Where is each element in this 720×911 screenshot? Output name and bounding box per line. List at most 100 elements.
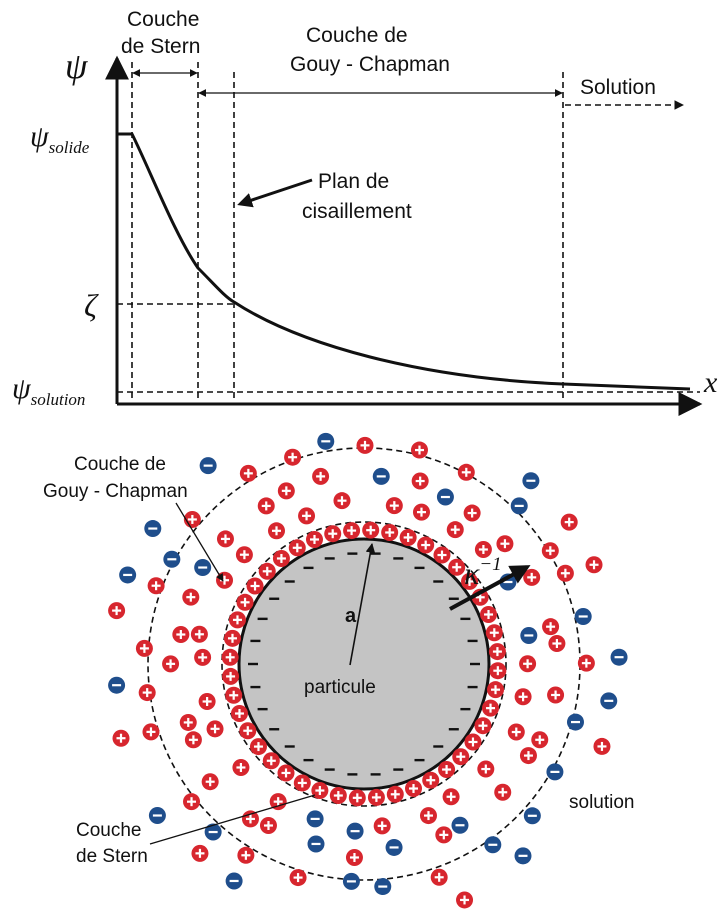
cation: [435, 826, 453, 844]
cation: [477, 760, 495, 778]
cation: [329, 787, 347, 805]
cation: [411, 472, 429, 490]
surface-charges: [248, 552, 480, 776]
anion: [600, 692, 618, 710]
cation: [272, 549, 290, 567]
cation: [560, 513, 578, 531]
cation: [241, 810, 259, 828]
anion: [574, 607, 592, 625]
cation: [162, 655, 180, 673]
double-layer-schematic: a particule κ−1 Couche de Gouy - Chapman…: [43, 432, 635, 909]
stern-boundary: [221, 521, 507, 807]
potential-profile-plot: ψ x ψsolide ζ ψsolution Couche de Stern …: [12, 8, 718, 416]
cation: [474, 717, 492, 735]
anion: [346, 822, 364, 840]
cation: [246, 577, 264, 595]
cation: [463, 504, 481, 522]
debye-length-arrow: [449, 565, 531, 611]
cation: [262, 752, 280, 770]
anion: [108, 676, 126, 694]
cation: [489, 662, 507, 680]
anion: [307, 835, 325, 853]
cation: [239, 722, 257, 740]
cation: [182, 588, 200, 606]
cation: [461, 572, 479, 590]
stern-label-bottom: Couche de Stern: [76, 820, 148, 867]
cation: [235, 546, 253, 564]
anion: [194, 559, 212, 577]
cation: [312, 467, 330, 485]
anion: [566, 713, 584, 731]
y-axis-symbol: ψ: [65, 46, 88, 86]
anion: [523, 807, 541, 825]
cation: [237, 846, 255, 864]
cation: [230, 705, 248, 723]
cation: [488, 643, 506, 661]
cation: [442, 788, 460, 806]
cation: [448, 558, 466, 576]
anion: [144, 520, 162, 538]
radius-arrow: [349, 543, 376, 666]
cation: [277, 764, 295, 782]
cation: [236, 593, 254, 611]
cation: [367, 788, 385, 806]
anion: [372, 467, 390, 485]
anion: [436, 488, 454, 506]
cation: [487, 681, 505, 699]
cation: [179, 713, 197, 731]
solution-label-bottom: solution: [569, 792, 635, 813]
anion: [342, 872, 360, 890]
cation: [438, 761, 456, 779]
cation: [223, 629, 241, 647]
solution-label-top: Solution: [580, 76, 656, 99]
potential-curve: [117, 132, 691, 391]
cation: [216, 530, 234, 548]
gouy-label-top: Couche de Gouy - Chapman: [290, 24, 450, 76]
cation: [345, 848, 363, 866]
anion: [522, 472, 540, 490]
anion: [484, 836, 502, 854]
cation: [348, 789, 366, 807]
cation: [201, 773, 219, 791]
cation: [183, 793, 201, 811]
cation: [147, 577, 165, 595]
psi-solution-label: ψsolution: [12, 372, 85, 409]
cation: [259, 817, 277, 835]
gouy-pointer: [175, 502, 224, 582]
cation: [142, 723, 160, 741]
cation: [112, 729, 130, 747]
cation: [547, 686, 565, 704]
gouy-label-bottom: Couche de Gouy - Chapman: [43, 454, 188, 502]
cation: [577, 654, 595, 672]
cation: [457, 463, 475, 481]
cation: [108, 602, 126, 620]
cation: [333, 492, 351, 510]
cation: [222, 667, 240, 685]
stern-pointer: [149, 794, 316, 845]
cation: [206, 720, 224, 738]
cation: [198, 692, 216, 710]
cation: [324, 525, 342, 543]
cation: [239, 464, 257, 482]
particle-label: particule: [304, 677, 376, 698]
cation: [452, 748, 470, 766]
shear-plane-label: Plan de cisaillement: [302, 170, 412, 223]
anion: [225, 872, 243, 890]
cation: [410, 441, 428, 459]
anion: [514, 847, 532, 865]
cation: [419, 807, 437, 825]
anion: [148, 807, 166, 825]
cation: [474, 540, 492, 558]
cation: [356, 436, 374, 454]
cation: [496, 535, 514, 553]
cation: [446, 521, 464, 539]
cation: [548, 635, 566, 653]
cation: [190, 625, 208, 643]
cation: [298, 507, 316, 525]
cation: [269, 793, 287, 811]
anion: [119, 566, 137, 584]
anion: [510, 497, 528, 515]
shear-plane-pointer: [237, 178, 313, 208]
anion: [163, 550, 181, 568]
